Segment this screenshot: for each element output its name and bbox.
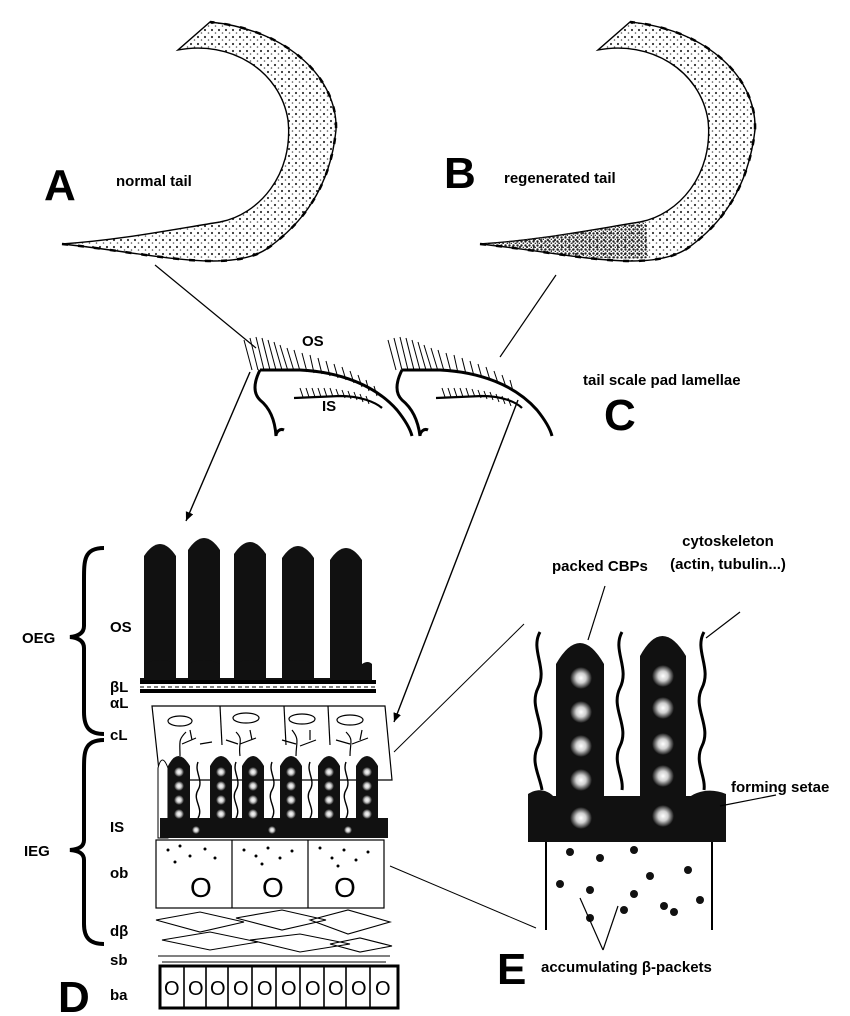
oeg-brace	[70, 548, 104, 734]
cytoskeleton-label: cytoskeleton	[682, 533, 774, 550]
basal-nucleus-7: O	[305, 978, 321, 1000]
oeg-label: OEG	[22, 630, 55, 647]
layer-beta-label: βL	[110, 679, 128, 696]
ob-nucleus-3: O	[334, 872, 356, 903]
basal-nucleus-9: O	[351, 978, 367, 1000]
panel-d-letter: D	[58, 973, 90, 1016]
panel-e	[528, 586, 776, 950]
basal-nucleus-2: O	[188, 978, 204, 1000]
tail-a	[62, 22, 336, 261]
layer-os-label: OS	[110, 619, 132, 636]
zoom-line-upper	[394, 624, 524, 752]
forming-setae-label: forming setae	[731, 779, 829, 796]
panel-d: O O O O	[22, 538, 398, 1008]
ob-nucleus-2: O	[262, 872, 284, 903]
connector-a-to-c	[155, 265, 256, 348]
panel-c-caption: tail scale pad lamellae	[583, 372, 741, 389]
basal-nucleus-3: O	[210, 978, 226, 1000]
lamella-left	[244, 337, 412, 436]
layer-ba-label: ba	[110, 987, 128, 1004]
panel-c-letter: C	[604, 391, 636, 440]
panel-a-caption: normal tail	[116, 173, 192, 190]
ob-granules	[167, 845, 370, 868]
basal-nucleus-6: O	[281, 978, 297, 1000]
zoom-line-lower	[390, 866, 536, 928]
arrow-to-ieg	[394, 400, 518, 722]
basal-nucleus-8: O	[328, 978, 344, 1000]
differentiating-beta-layer	[156, 910, 392, 952]
layer-cl-label: cL	[110, 727, 128, 744]
panel-e-letter: E	[497, 945, 526, 994]
outer-setae	[140, 538, 372, 680]
cytoskeleton-detail-label: (actin, tubulin...)	[670, 556, 786, 573]
layer-dbeta-label: dβ	[110, 923, 128, 940]
panel-b-letter: B	[444, 149, 476, 198]
lamella-is-label: IS	[322, 398, 336, 415]
accumulating-packets-label: accumulating β-packets	[541, 959, 712, 976]
basal-nucleus-10: O	[375, 978, 391, 1000]
ieg-label: IEG	[24, 843, 50, 860]
layer-ob-label: ob	[110, 865, 128, 882]
basal-nucleus-4: O	[233, 978, 249, 1000]
layer-alpha-label: αL	[110, 695, 128, 712]
ob-nucleus-1: O	[190, 872, 212, 903]
tail-b	[480, 22, 755, 261]
basal-nucleus-5: O	[257, 978, 273, 1000]
panel-b-caption: regenerated tail	[504, 170, 616, 187]
ieg-brace	[70, 740, 104, 944]
packed-cbps-label: packed CBPs	[552, 558, 648, 575]
panel-a-letter: A	[44, 161, 76, 210]
lamella-os-label: OS	[302, 333, 324, 350]
connector-b-to-c	[500, 275, 556, 357]
layer-sb-label: sb	[110, 952, 128, 969]
lamella-right	[388, 337, 552, 436]
arrow-to-oeg	[186, 372, 250, 521]
layer-is-label: IS	[110, 819, 124, 836]
stratum-basale-lines	[158, 956, 390, 962]
basal-nucleus-1: O	[164, 978, 180, 1000]
